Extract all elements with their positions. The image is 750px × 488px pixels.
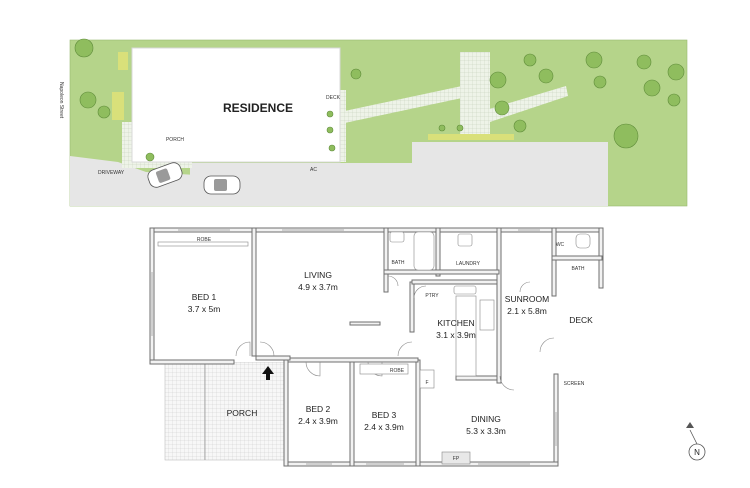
robe-label: ROBE [197,237,212,243]
car-icon [147,162,183,188]
robe-shelf [359,363,409,375]
fridge [419,369,435,389]
hedge [428,134,514,140]
room-name-living: LIVING [304,270,332,280]
compass-label: N [694,448,700,457]
vanity [389,231,405,243]
kitchen-sink [453,285,477,295]
room-dim-dining: 5.3 x 3.3m [466,426,506,436]
car-icon [203,175,241,195]
floor-plan: BED 1 3.7 x 5m LIVING 4.9 x 3.7m KITCHEN… [149,227,706,467]
screen-label: SCREEN [564,381,585,387]
laundry-sink [457,233,473,247]
room-name-kitchen: KITCHEN [437,318,474,328]
site-porch-label: PORCH [166,137,184,143]
street-label: Napoleon Street [58,82,64,119]
deck-label: DECK [569,315,593,325]
residence-building [131,47,341,163]
hedge [118,52,128,70]
room-name-dining: DINING [471,414,501,424]
bathtub [413,231,435,271]
kitchen-bench [455,295,477,377]
windows [151,229,557,465]
bath-label: BATH [572,266,585,272]
room-name-bed2: BED 2 [306,404,331,414]
room-name-sunroom: SUNROOM [505,294,549,304]
fireplace-label: FP [453,456,460,462]
room-dim-living: 4.9 x 3.7m [298,282,338,292]
fireplace [441,451,471,465]
stove [479,299,495,331]
entry-arrow-icon [262,366,274,380]
room-name-bed1: BED 1 [192,292,217,302]
path-left [340,86,462,124]
fridge-label: F [425,380,428,386]
pantry-label: PTRY [425,293,439,299]
room-dim-bed1: 3.7 x 5m [188,304,221,314]
tree-icons [74,38,685,162]
room-dim-bed3: 2.4 x 3.9m [364,422,404,432]
room-name-bed3: BED 3 [372,410,397,420]
ac-label: AC [310,167,317,173]
paving-rear [412,142,608,206]
north-compass-icon: N [686,422,706,461]
residence-label: RESIDENCE [223,101,293,115]
driveway-label: DRIVEWAY [98,170,125,176]
laundry-label: LAUNDRY [456,261,480,267]
hedge [112,92,124,120]
driveway [70,156,196,206]
site-plan: RESIDENCE PORCH DECK DRIVEWAY AC Napoleo… [58,38,688,207]
room-dim-kitchen: 3.1 x 3.9m [436,330,476,340]
floor-area [150,230,603,464]
path-shed [460,52,490,140]
bath-label: BATH [392,260,405,266]
porch-label: PORCH [227,408,258,418]
fixtures [157,231,591,465]
robe-shelf [157,241,249,247]
toilet [575,233,591,249]
walls [149,227,604,467]
wc-label: WC [556,242,565,248]
room-labels: BED 1 3.7 x 5m LIVING 4.9 x 3.7m KITCHEN… [188,237,593,462]
site-deck-label: DECK [326,95,341,101]
room-dim-bed2: 2.4 x 3.9m [298,416,338,426]
robe-label: ROBE [390,368,405,374]
room-dim-sunroom: 2.1 x 5.8m [507,306,547,316]
